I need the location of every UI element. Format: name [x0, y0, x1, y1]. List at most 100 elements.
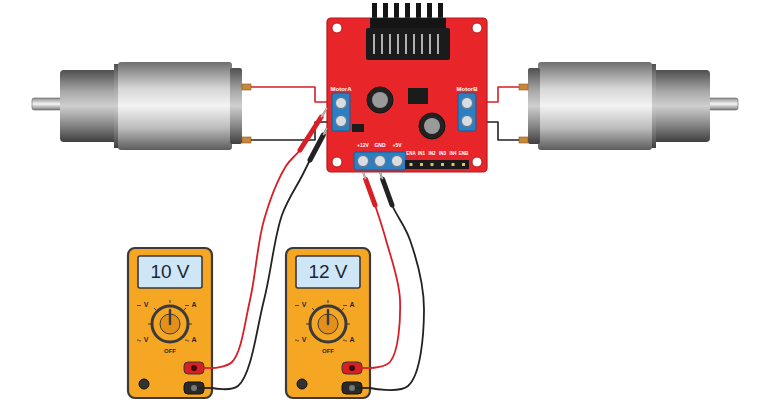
- pcb: [327, 18, 487, 172]
- probe-lead: [370, 172, 424, 390]
- pin-header: [405, 160, 469, 169]
- multimeter: 12 VVAVAOFF: [286, 248, 370, 398]
- dial-pointer: [169, 310, 171, 324]
- terminal-screw: [336, 116, 347, 127]
- chip-pins: [421, 34, 422, 54]
- dial-mark: A: [191, 336, 196, 344]
- motor-terminal: [242, 84, 251, 90]
- meter-display: [138, 256, 202, 288]
- test-probe: [380, 172, 392, 205]
- driver-board-art: [327, 3, 487, 172]
- header-pins: [410, 163, 413, 166]
- jack-hole: [191, 385, 197, 391]
- dc-motor: [519, 62, 738, 150]
- meter-reading: 12 V: [308, 261, 347, 283]
- motor-shaft: [32, 98, 62, 110]
- mounting-holes: [332, 23, 482, 167]
- header-pins: [452, 163, 455, 166]
- meter-case: [128, 248, 212, 398]
- l298-chip: [366, 28, 450, 60]
- heatsink-base: [370, 18, 446, 28]
- terminal-label: MotorA: [331, 86, 352, 93]
- jumper: [352, 124, 364, 132]
- dial-mark: OFF: [164, 348, 176, 355]
- motor-driver-board: MotorAMotorB+12VGND+5VENAIN1IN2IN3IN4ENB: [327, 18, 487, 172]
- probe-lead: [363, 172, 400, 368]
- probe-tip: [321, 108, 327, 117]
- capacitor: [419, 113, 445, 139]
- pin-label: IN1: [418, 151, 425, 156]
- lead-stub: [197, 387, 212, 389]
- capacitor-top: [372, 92, 388, 108]
- probe-tip: [323, 128, 327, 135]
- mounting-holes: [472, 23, 482, 33]
- chip-pins: [437, 34, 438, 54]
- probe-handle: [310, 135, 323, 160]
- probe-lead: [212, 108, 327, 368]
- jack: [139, 379, 149, 389]
- dial-ticks: [184, 308, 186, 310]
- chip-pins: [405, 34, 406, 54]
- probe-tip: [380, 172, 383, 179]
- mode-symbols: [137, 305, 141, 306]
- lead-stub: [197, 367, 212, 369]
- motor-terminal: [242, 137, 251, 143]
- dial: [152, 306, 188, 342]
- multimeter-art: [286, 248, 370, 398]
- chip-pins: [381, 34, 382, 54]
- terminal-screw: [462, 116, 473, 127]
- probe-handle: [366, 179, 375, 205]
- test-probe: [363, 172, 375, 205]
- probe-tip: [363, 172, 366, 179]
- power-label: GND: [374, 143, 385, 149]
- pin-label: IN3: [439, 151, 446, 156]
- dial-mark: V: [144, 336, 149, 344]
- red-wire: [251, 87, 338, 102]
- meter-reading: 10 V: [150, 261, 189, 283]
- chip-pins: [374, 34, 438, 54]
- header-pins: [431, 163, 434, 166]
- motor-end-cap: [230, 68, 242, 144]
- dial-mark: V: [144, 301, 149, 309]
- power-label: +5V: [392, 143, 401, 149]
- terminal-block: [458, 93, 476, 131]
- header-pins: [462, 163, 465, 166]
- chip-pins: [413, 34, 414, 54]
- terminal-label: MotorB: [457, 86, 478, 93]
- mode-symbols: [137, 340, 141, 342]
- terminal-screw: [336, 98, 347, 109]
- dial-ticks: [154, 308, 156, 310]
- chip-pins: [389, 34, 390, 54]
- regulator: [408, 88, 428, 104]
- header-pins: [441, 163, 444, 166]
- black-wire: [251, 122, 338, 140]
- power-label: +12V: [357, 143, 369, 149]
- dial-mark: A: [349, 301, 354, 309]
- header-pins: [410, 163, 466, 166]
- gearbox: [60, 70, 118, 142]
- terminal-screw: [358, 156, 369, 167]
- probe-lead: [212, 128, 327, 389]
- dial-mark: V: [302, 336, 307, 344]
- pin-label: ENA: [406, 151, 416, 156]
- probe-handle: [383, 179, 392, 205]
- pin-label: IN2: [428, 151, 435, 156]
- header-pins: [420, 163, 423, 166]
- pin-label: ENB: [459, 151, 469, 156]
- mode-symbols: [137, 306, 189, 342]
- terminal-screw: [392, 156, 403, 167]
- test-probe: [310, 128, 327, 160]
- dc-motor: [32, 62, 251, 150]
- dial-mark: OFF: [322, 348, 334, 355]
- mounting-holes: [332, 23, 342, 33]
- chip-pins: [429, 34, 430, 54]
- motor-body: [118, 62, 232, 150]
- mounting-holes: [332, 157, 342, 167]
- dial-mark: A: [349, 336, 354, 344]
- mode-symbols: [185, 340, 189, 342]
- jack-hole: [191, 365, 197, 371]
- terminal-block: [332, 93, 350, 131]
